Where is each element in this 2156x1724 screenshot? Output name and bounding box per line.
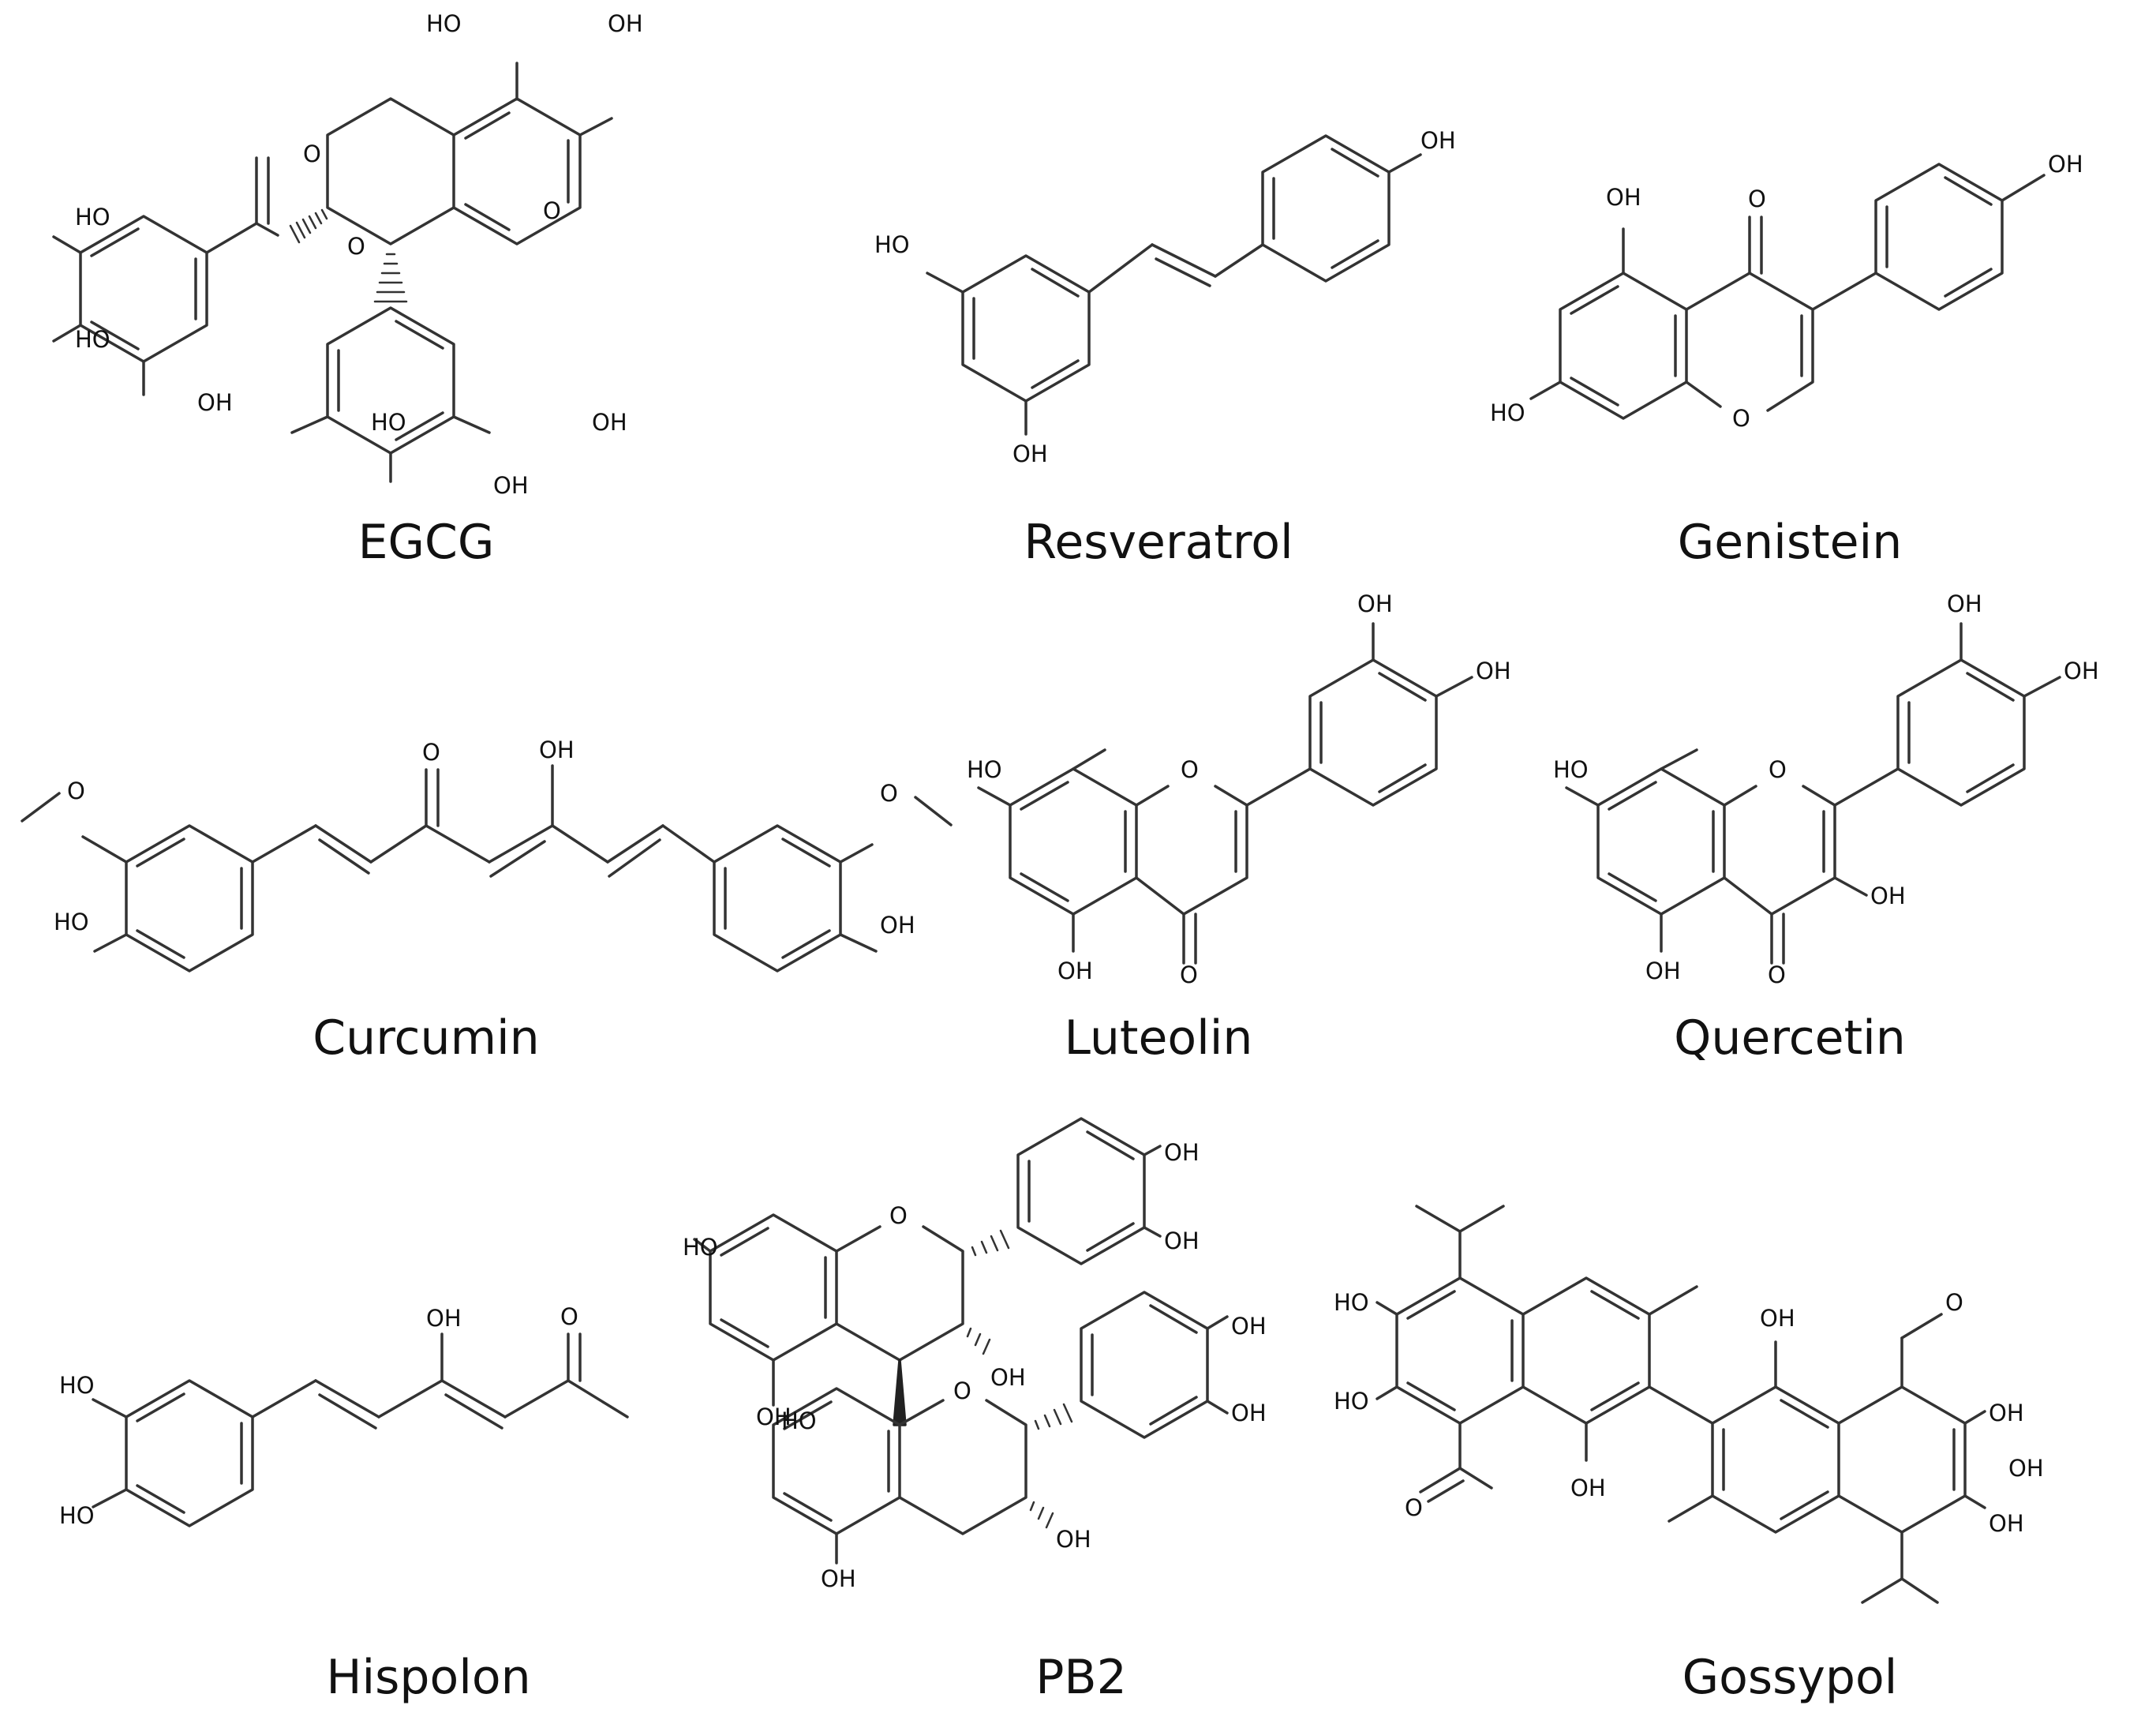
atom-label: OH [1645,958,1681,984]
pb2-structure [693,1117,1229,1565]
atom-label: O [1769,756,1787,783]
compound-name-gossypol: Gossypol [1683,1650,1898,1705]
atom-label: OH [1989,1510,2024,1537]
atom-label: OH [493,472,529,499]
atom-label: OH [608,10,643,37]
atom-label: HO [1334,1388,1369,1415]
atom-label: OH [1057,958,1093,984]
atom-label: HO [371,409,406,436]
atom-label: HO [683,1234,718,1261]
atom-label: O [1405,1494,1423,1521]
atom-label: O [422,739,440,766]
atom-label: O [560,1303,578,1330]
gossypol-structure [1376,1205,1986,1604]
atom-label: O [880,780,898,807]
quercetin-structure [1565,622,2061,965]
atom-label: O [347,233,365,260]
atom-label: HO [874,231,910,258]
atom-label: HO [1553,756,1589,783]
atom-label: O [1748,186,1766,212]
genistein-structure [1529,163,2046,420]
atom-label: O [303,141,321,167]
atom-label: OH [1056,1526,1091,1553]
atom-label: OH [539,736,575,763]
atom-label: O [1945,1289,1963,1316]
atom-label: OH [1420,127,1456,154]
atom-label: HO [781,1407,817,1434]
atom-label: O [889,1202,908,1229]
atom-label: HO [59,1502,95,1529]
hispolon-structure [92,1332,629,1527]
atom-label: OH [1760,1305,1795,1332]
egcg-structure [52,62,613,483]
atom-label: O [1732,405,1750,432]
atom-label: OH [1989,1400,2024,1426]
atom-label: OH [592,409,627,436]
atom-label: OH [197,389,233,416]
atom-label: OH [1947,590,1982,617]
compound-name-hispolon: Hispolon [326,1650,530,1705]
atom-label: HO [1490,399,1525,426]
atom-label: OH [1012,440,1048,467]
atom-label: O [543,197,561,224]
atom-label: OH [1164,1139,1200,1166]
curcumin-structure [21,764,953,973]
atom-label: OH [1606,184,1641,211]
atom-label: OH [1231,1400,1267,1426]
atom-label: HO [54,909,89,935]
compound-name-genistein: Genistein [1678,515,1903,570]
atom-label: OH [2008,1455,2044,1482]
atom-label: OH [426,1305,462,1332]
compound-name-luteolin: Luteolin [1065,1010,1253,1066]
compound-name-quercetin: Quercetin [1674,1010,1906,1066]
atom-label: OH [2048,151,2083,178]
atom-label: OH [756,1404,792,1430]
atom-label: O [67,778,85,804]
atom-label: HO [1334,1289,1369,1316]
atom-label: OH [1476,658,1511,684]
atom-label: OH [821,1565,856,1592]
compound-name-resveratrol: Resveratrol [1024,515,1293,570]
atom-label: O [953,1377,971,1404]
atom-label: OH [1570,1475,1606,1501]
atom-label: HO [59,1372,95,1399]
atom-label: OH [2064,658,2099,684]
luteolin-structure [977,622,1473,965]
resveratrol-structure [926,134,1422,436]
atom-label: OH [1164,1227,1200,1254]
atom-label: HO [967,756,1002,783]
compound-name-curcumin: Curcumin [313,1010,539,1066]
atom-label: O [1180,961,1198,988]
atom-label: OH [880,912,915,939]
atom-label: OH [990,1364,1026,1391]
atom-label: HO [426,10,462,37]
atom-label: OH [1357,590,1393,617]
atom-label: O [1181,756,1199,783]
atom-label: OH [1231,1313,1267,1340]
atom-label: HO [75,326,110,353]
atom-label: OH [1870,883,1906,909]
atom-label: HO [75,204,110,230]
compound-name-pb2: PB2 [1035,1650,1127,1705]
atom-label: O [1768,961,1786,988]
compound-name-egcg: EGCG [358,515,495,570]
